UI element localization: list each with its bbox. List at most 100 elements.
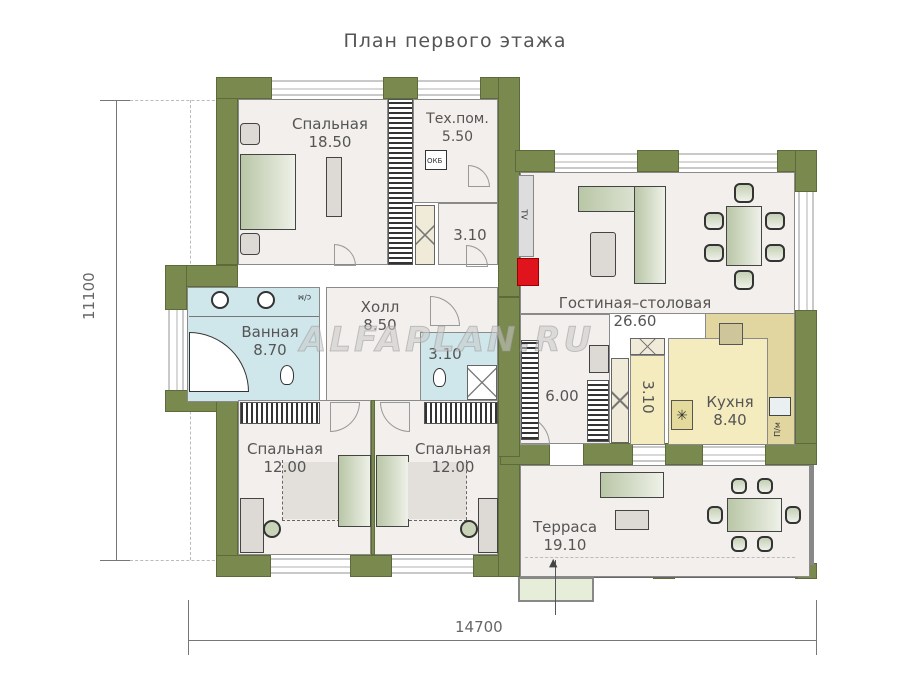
room-area: 3.10 xyxy=(639,380,657,414)
coffee-table-icon xyxy=(590,232,616,277)
window xyxy=(633,446,665,462)
dining-table-icon xyxy=(726,206,762,266)
chair-icon xyxy=(757,478,773,494)
terrace-rail-right xyxy=(810,465,814,565)
chair-icon xyxy=(731,478,747,494)
room-label-terrace: Терраса 19.10 xyxy=(525,518,605,554)
watermark: ALFAPLAN.RU xyxy=(299,320,595,361)
height-dimension-line xyxy=(116,100,117,560)
window xyxy=(271,558,350,574)
wall xyxy=(795,150,817,192)
sofa-icon xyxy=(338,455,371,527)
width-dimension-label: 14700 xyxy=(455,618,503,636)
partition xyxy=(371,400,375,555)
nightstand-icon xyxy=(240,123,260,145)
shelf xyxy=(415,205,435,265)
room-area: 26.60 xyxy=(613,312,657,330)
boiler-icon xyxy=(425,150,447,170)
chair-icon xyxy=(460,520,478,538)
wardrobe xyxy=(240,402,320,424)
chair-icon xyxy=(704,212,724,230)
pantry-shelf xyxy=(611,358,629,443)
wall xyxy=(583,443,633,465)
window xyxy=(272,80,383,96)
window xyxy=(679,153,777,169)
room-name: Ванная xyxy=(241,323,299,341)
wardrobe xyxy=(424,402,498,424)
room-name: Кухня xyxy=(706,393,754,411)
bed-outline xyxy=(409,520,467,521)
dim-tick-bottom xyxy=(100,560,130,561)
chair-icon xyxy=(704,244,724,262)
rug xyxy=(283,462,341,519)
tv-stand xyxy=(518,175,534,257)
cooktop-island-icon: ✳ xyxy=(671,400,693,430)
toilet-icon xyxy=(280,365,294,385)
room-area: 8.40 xyxy=(713,411,747,429)
room-label-living: Гостиная–столовая 26.60 xyxy=(530,294,740,330)
fireplace-icon xyxy=(517,258,539,286)
room-name: Холл xyxy=(360,298,400,316)
sofa-icon xyxy=(600,472,664,498)
room-pantry xyxy=(630,355,665,445)
wall xyxy=(165,265,187,310)
plan-title: План первого этажа xyxy=(343,30,567,52)
chair-icon xyxy=(765,212,785,230)
wardrobe xyxy=(388,99,413,265)
desk-icon xyxy=(478,498,498,553)
wall xyxy=(216,555,271,577)
stove-icon xyxy=(719,323,743,345)
room-label-wc: 3.10 xyxy=(425,345,465,363)
washer-label: с/м xyxy=(298,293,312,302)
room-label-bathroom: Ванная 8.70 xyxy=(230,323,310,359)
rug xyxy=(408,462,466,519)
room-name: Гостиная–столовая xyxy=(558,294,712,312)
toilet-icon xyxy=(433,368,446,387)
wall xyxy=(637,150,679,172)
room-label-bedroom-1: Спальная 18.50 xyxy=(280,115,380,151)
entrance-arrow-icon: ▲ xyxy=(549,556,558,569)
room-label-storage: 3.10 xyxy=(445,226,495,244)
room-name: Терраса xyxy=(532,518,598,536)
room-area: 19.10 xyxy=(543,536,587,554)
room-area: 6.00 xyxy=(545,387,579,405)
room-area: 8.50 xyxy=(363,316,397,334)
shower-icon xyxy=(467,365,497,400)
cabinet-icon xyxy=(589,345,609,373)
wall xyxy=(216,77,238,265)
chair-icon xyxy=(734,270,754,290)
room-area: 18.50 xyxy=(308,133,352,151)
terrace-guide xyxy=(525,557,795,558)
wall xyxy=(216,390,238,570)
room-name: Спальная xyxy=(247,440,323,458)
vanity-counter xyxy=(189,289,319,317)
chair-icon xyxy=(785,506,801,524)
chair-icon xyxy=(731,536,747,552)
window xyxy=(392,558,473,574)
bench-icon xyxy=(326,157,342,217)
bed-outline xyxy=(282,520,350,521)
boiler-label: ОКБ xyxy=(427,157,443,165)
partition xyxy=(498,297,520,457)
nightstand-icon xyxy=(240,233,260,255)
entrance-arrow-line xyxy=(555,560,556,615)
sink-icon xyxy=(211,291,229,309)
window xyxy=(168,310,184,390)
room-name: Спальная xyxy=(415,440,491,458)
room-label-pantry: 3.10 xyxy=(639,372,657,422)
desk-icon xyxy=(240,498,264,553)
dishwasher-label: П/м xyxy=(772,422,782,437)
wardrobe xyxy=(587,380,609,442)
wall xyxy=(383,77,418,99)
chair-icon xyxy=(263,520,281,538)
wall xyxy=(515,150,555,172)
sink-icon xyxy=(257,291,275,309)
room-label-vestibule: 6.00 xyxy=(538,387,586,405)
dim-tick-left xyxy=(188,600,189,655)
room-label-kitchen: Кухня 8.40 xyxy=(700,393,760,429)
sofa-icon xyxy=(376,455,409,527)
dim-tick-top xyxy=(100,100,130,101)
room-label-bedroom-2: Спальная 12.00 xyxy=(240,440,330,476)
bed-icon xyxy=(240,154,296,230)
window xyxy=(555,153,637,169)
